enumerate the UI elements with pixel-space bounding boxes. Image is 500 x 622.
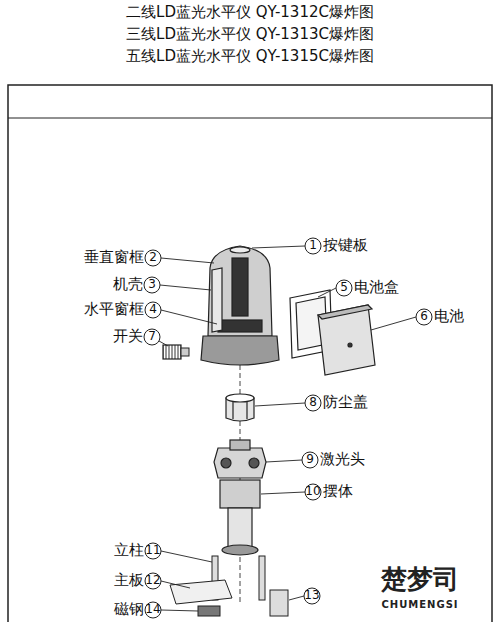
part-name: 开关	[113, 328, 143, 345]
callout-number: 9	[306, 453, 314, 467]
dust-cover	[226, 394, 254, 421]
leader-lines	[159, 246, 416, 611]
callout-number: 4	[149, 303, 157, 317]
title: 二线LD蓝光水平仪 QY-1312C爆炸图	[126, 4, 374, 21]
callout-number: 2	[149, 251, 157, 265]
part-name: 电池	[434, 308, 464, 325]
housing	[201, 246, 279, 365]
callout-number: 12	[145, 574, 160, 588]
magnet	[198, 606, 220, 616]
subtitle: 三线LD蓝光水平仪 QY-1313C爆炸图	[126, 26, 374, 43]
callout-number: 6	[420, 310, 428, 324]
part-name: 磁钢	[114, 601, 144, 618]
watermark: 楚梦司	[381, 565, 459, 595]
part-name: 防尘盖	[323, 394, 368, 411]
part-name: 立柱	[114, 542, 144, 559]
callout-number: 5	[340, 281, 348, 295]
part-name: 摆体	[323, 483, 353, 500]
callout-number: 1	[309, 239, 317, 253]
callout-number: 3	[148, 278, 156, 292]
callout-circles	[144, 238, 432, 618]
callout-number: 7	[148, 330, 156, 344]
switch-knob	[163, 345, 189, 359]
part-name: 电池盒	[354, 279, 399, 296]
battery	[318, 305, 375, 375]
subtitle: 五线LD蓝光水平仪 QY-1315C爆炸图	[126, 48, 374, 65]
callout-number: 11	[145, 544, 160, 558]
callout-number: 8	[309, 396, 317, 410]
part-name: 垂直窗框	[84, 249, 144, 266]
part-name: 水平窗框	[84, 301, 144, 318]
part-name: 主板	[114, 572, 144, 589]
part-name: 激光头	[320, 451, 365, 468]
pendulum-body	[220, 480, 260, 555]
main-board	[170, 580, 232, 604]
callout-number: 14	[145, 603, 160, 617]
laser-head	[214, 440, 266, 478]
part-13	[270, 590, 288, 616]
part-name: 机壳	[113, 276, 143, 293]
callout-number: 13	[304, 589, 319, 603]
header-rule	[8, 118, 492, 119]
part-name: 按键板	[323, 237, 368, 254]
callout-number: 10	[305, 485, 320, 499]
watermark: CHUMENGSI	[381, 599, 458, 611]
frame	[8, 85, 492, 622]
